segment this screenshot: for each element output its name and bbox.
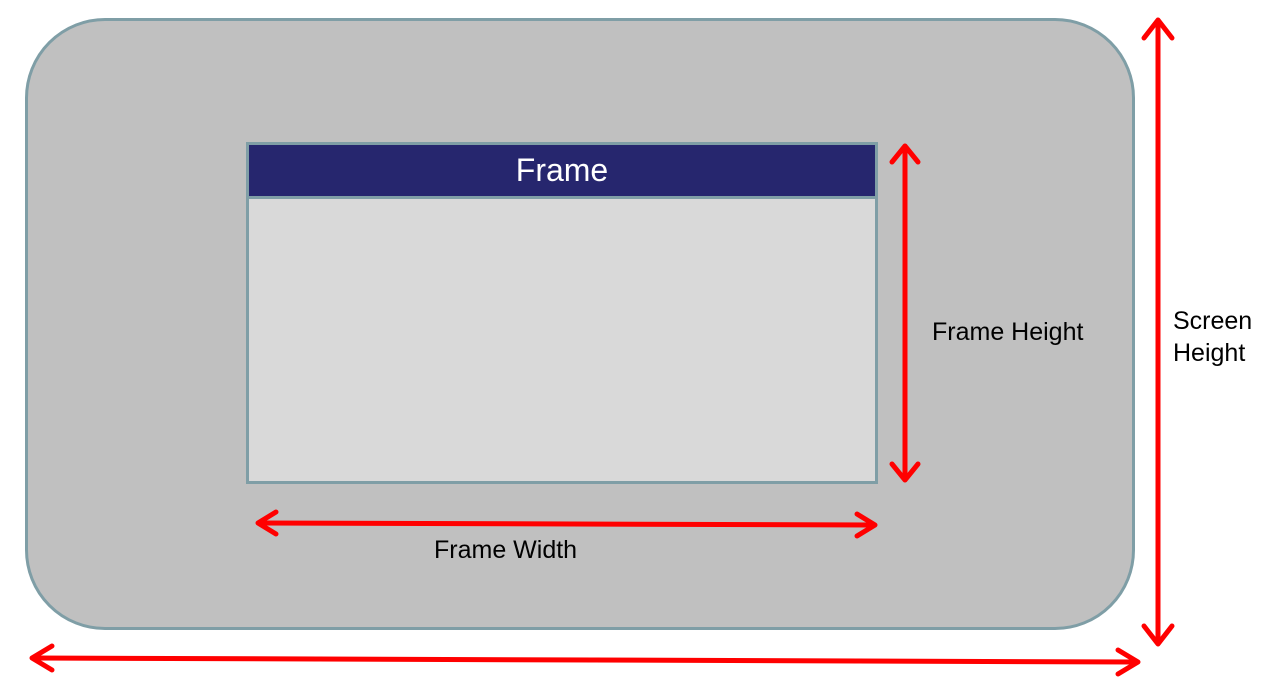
frame-height-label: Frame Height <box>932 318 1084 346</box>
screen-height-arrow <box>1141 17 1175 647</box>
screen-height-label: Screen Height <box>1173 305 1252 369</box>
screen-height-label-line1: Screen <box>1173 307 1253 335</box>
screen-height-label-line2: Height <box>1173 339 1246 367</box>
frame-window: Frame <box>246 142 878 484</box>
frame-width-label: Frame Width <box>434 536 578 564</box>
frame-titlebar: Frame <box>249 145 875 199</box>
screen-width-arrow <box>29 643 1141 677</box>
